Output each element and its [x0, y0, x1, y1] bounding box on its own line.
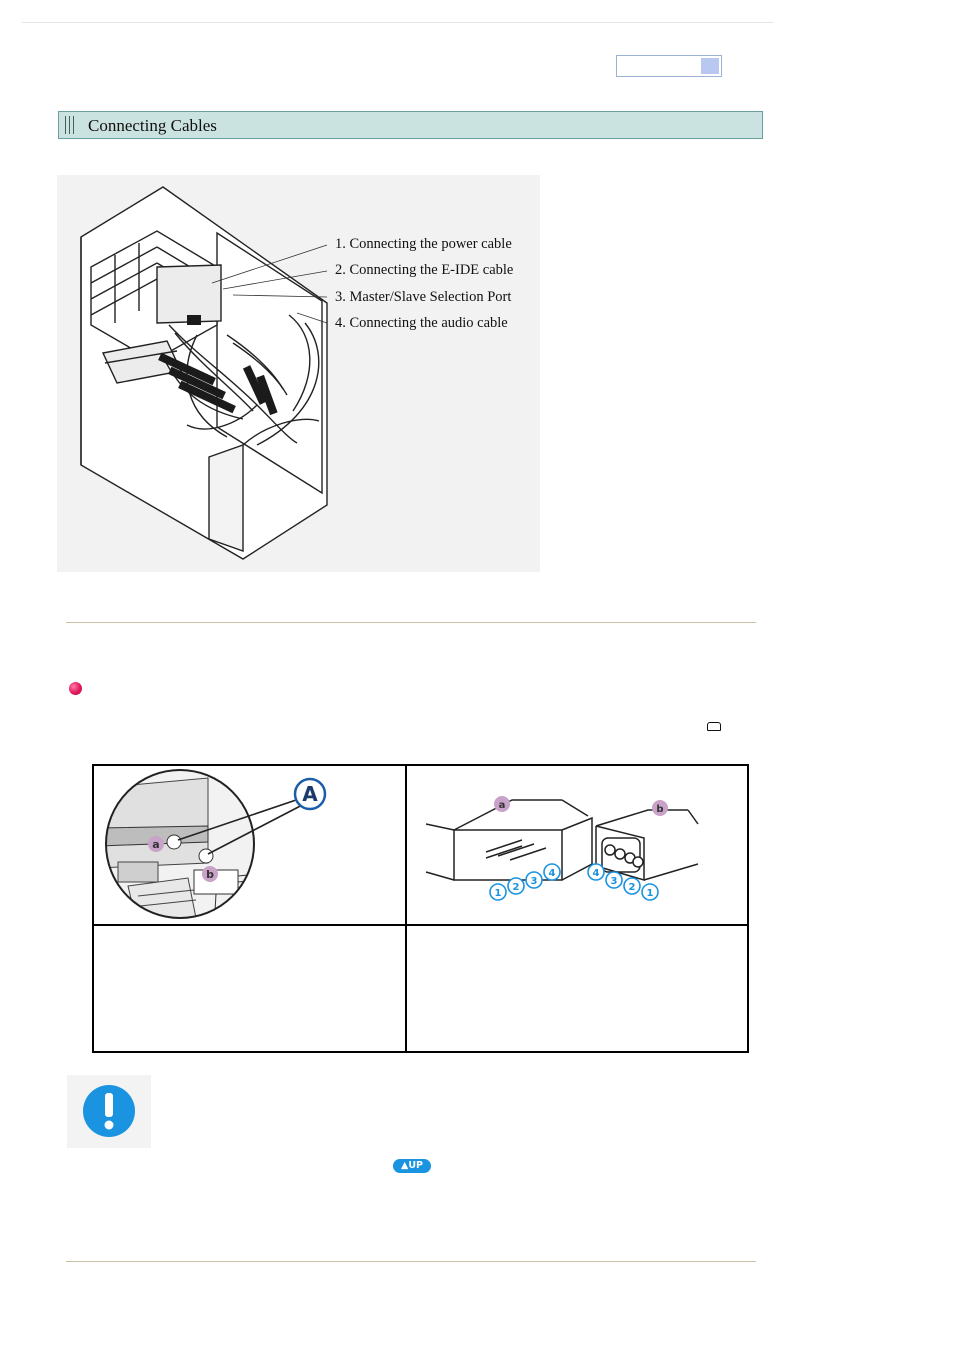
case-diagram: 1. Connecting the power cable 2. Connect… [57, 175, 540, 572]
pin-a-1: 1 [495, 888, 502, 899]
pin-a-4: 4 [549, 868, 556, 879]
closeup-label-b: b [206, 868, 214, 881]
pin-b-4: 4 [593, 868, 600, 879]
section-divider [66, 622, 756, 623]
up-arrow-icon: ▲ [401, 1160, 409, 1171]
pin-b-3: 3 [611, 876, 618, 887]
pin-b-1: 1 [647, 888, 654, 899]
pin-diagram-image: a b 1 2 3 4 4 3 2 1 [425, 796, 699, 901]
callout-power-cable: 1. Connecting the power cable [335, 236, 512, 252]
pin-a-2: 2 [513, 882, 520, 893]
red-bullet-icon [69, 682, 82, 695]
pin-diagram-label-a: a [499, 800, 506, 811]
caution-panel [67, 1075, 151, 1148]
up-button-label: UP [408, 1160, 423, 1171]
bottom-divider [66, 1261, 756, 1262]
nav-square-icon [701, 58, 719, 74]
section-header: Connecting Cables [58, 111, 763, 139]
section-title: Connecting Cables [88, 116, 217, 135]
pin-b-2: 2 [629, 882, 636, 893]
top-divider [22, 22, 774, 23]
callout-eide-cable: 2. Connecting the E-IDE cable [335, 262, 514, 278]
connector-table: a b A a b [92, 764, 749, 1053]
marker-a-label: A [302, 782, 318, 806]
callout-master-slave-port: 3. Master/Slave Selection Port [335, 289, 512, 305]
nav-button[interactable] [616, 55, 722, 77]
closeup-label-a: a [152, 838, 159, 851]
callout-audio-cable: 4. Connecting the audio cable [335, 315, 508, 331]
case-illustration [80, 186, 328, 560]
pin-a-3: 3 [531, 876, 538, 887]
header-bars-icon [65, 116, 79, 134]
caution-exclamation-icon [83, 1085, 135, 1137]
pin-diagram-label-b: b [656, 804, 663, 815]
drive-icon [707, 722, 721, 731]
connector-closeup-image: a b A [105, 769, 327, 919]
up-button[interactable]: ▲UP [393, 1159, 431, 1173]
